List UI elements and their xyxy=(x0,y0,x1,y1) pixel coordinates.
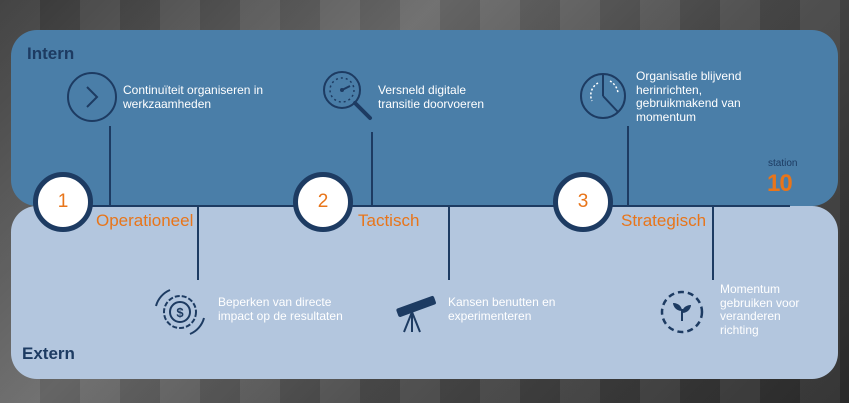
phase-3-extern-text: Momentum gebruiken voor veranderen richt… xyxy=(720,282,800,337)
zone-label-extern: Extern xyxy=(22,344,75,363)
phase-3-intern-text: Organisatie blijvend herinrichten, gebru… xyxy=(636,69,742,124)
phase-3-circle: 3 xyxy=(553,172,613,232)
connector-2-down xyxy=(448,206,450,280)
phase-1-circle: 1 xyxy=(33,172,93,232)
extern-panel xyxy=(11,206,838,379)
phase-1-intern-text: Continuïteit organiseren in werkzaamhede… xyxy=(123,83,264,111)
svg-text:$: $ xyxy=(176,305,184,320)
zone-label-intern: Intern xyxy=(27,44,75,63)
gear-dollar-icon: $ xyxy=(155,289,205,335)
connector-1-up xyxy=(109,126,111,205)
phase-3-name: Strategisch xyxy=(621,211,707,230)
intern-panel xyxy=(11,30,838,206)
phase-2-circle: 2 xyxy=(293,172,353,232)
phase-2-name: Tactisch xyxy=(358,211,420,230)
pie-chart-icon xyxy=(580,73,626,119)
phase-2-extern-text: Kansen benutten en experimenteren xyxy=(448,295,556,323)
timeline-line xyxy=(62,205,790,207)
connector-3-down xyxy=(712,206,714,280)
phase-2-intern-text: Versneld digitale transitie doorvoeren xyxy=(378,83,485,111)
telescope-icon xyxy=(396,295,436,333)
connector-1-down xyxy=(197,206,199,280)
phase-1-name: Operationeel xyxy=(96,211,194,230)
logo-station-text: station xyxy=(768,158,798,169)
logo-number: 10 xyxy=(767,170,793,197)
phase-1-extern-text: Beperken van directe impact op de result… xyxy=(218,295,343,323)
connector-2-up xyxy=(371,132,373,205)
chevron-circle-icon xyxy=(67,72,117,122)
refresh-plant-icon xyxy=(660,290,704,334)
magnifier-gauge-icon xyxy=(323,71,372,120)
connector-3-up xyxy=(627,126,629,205)
